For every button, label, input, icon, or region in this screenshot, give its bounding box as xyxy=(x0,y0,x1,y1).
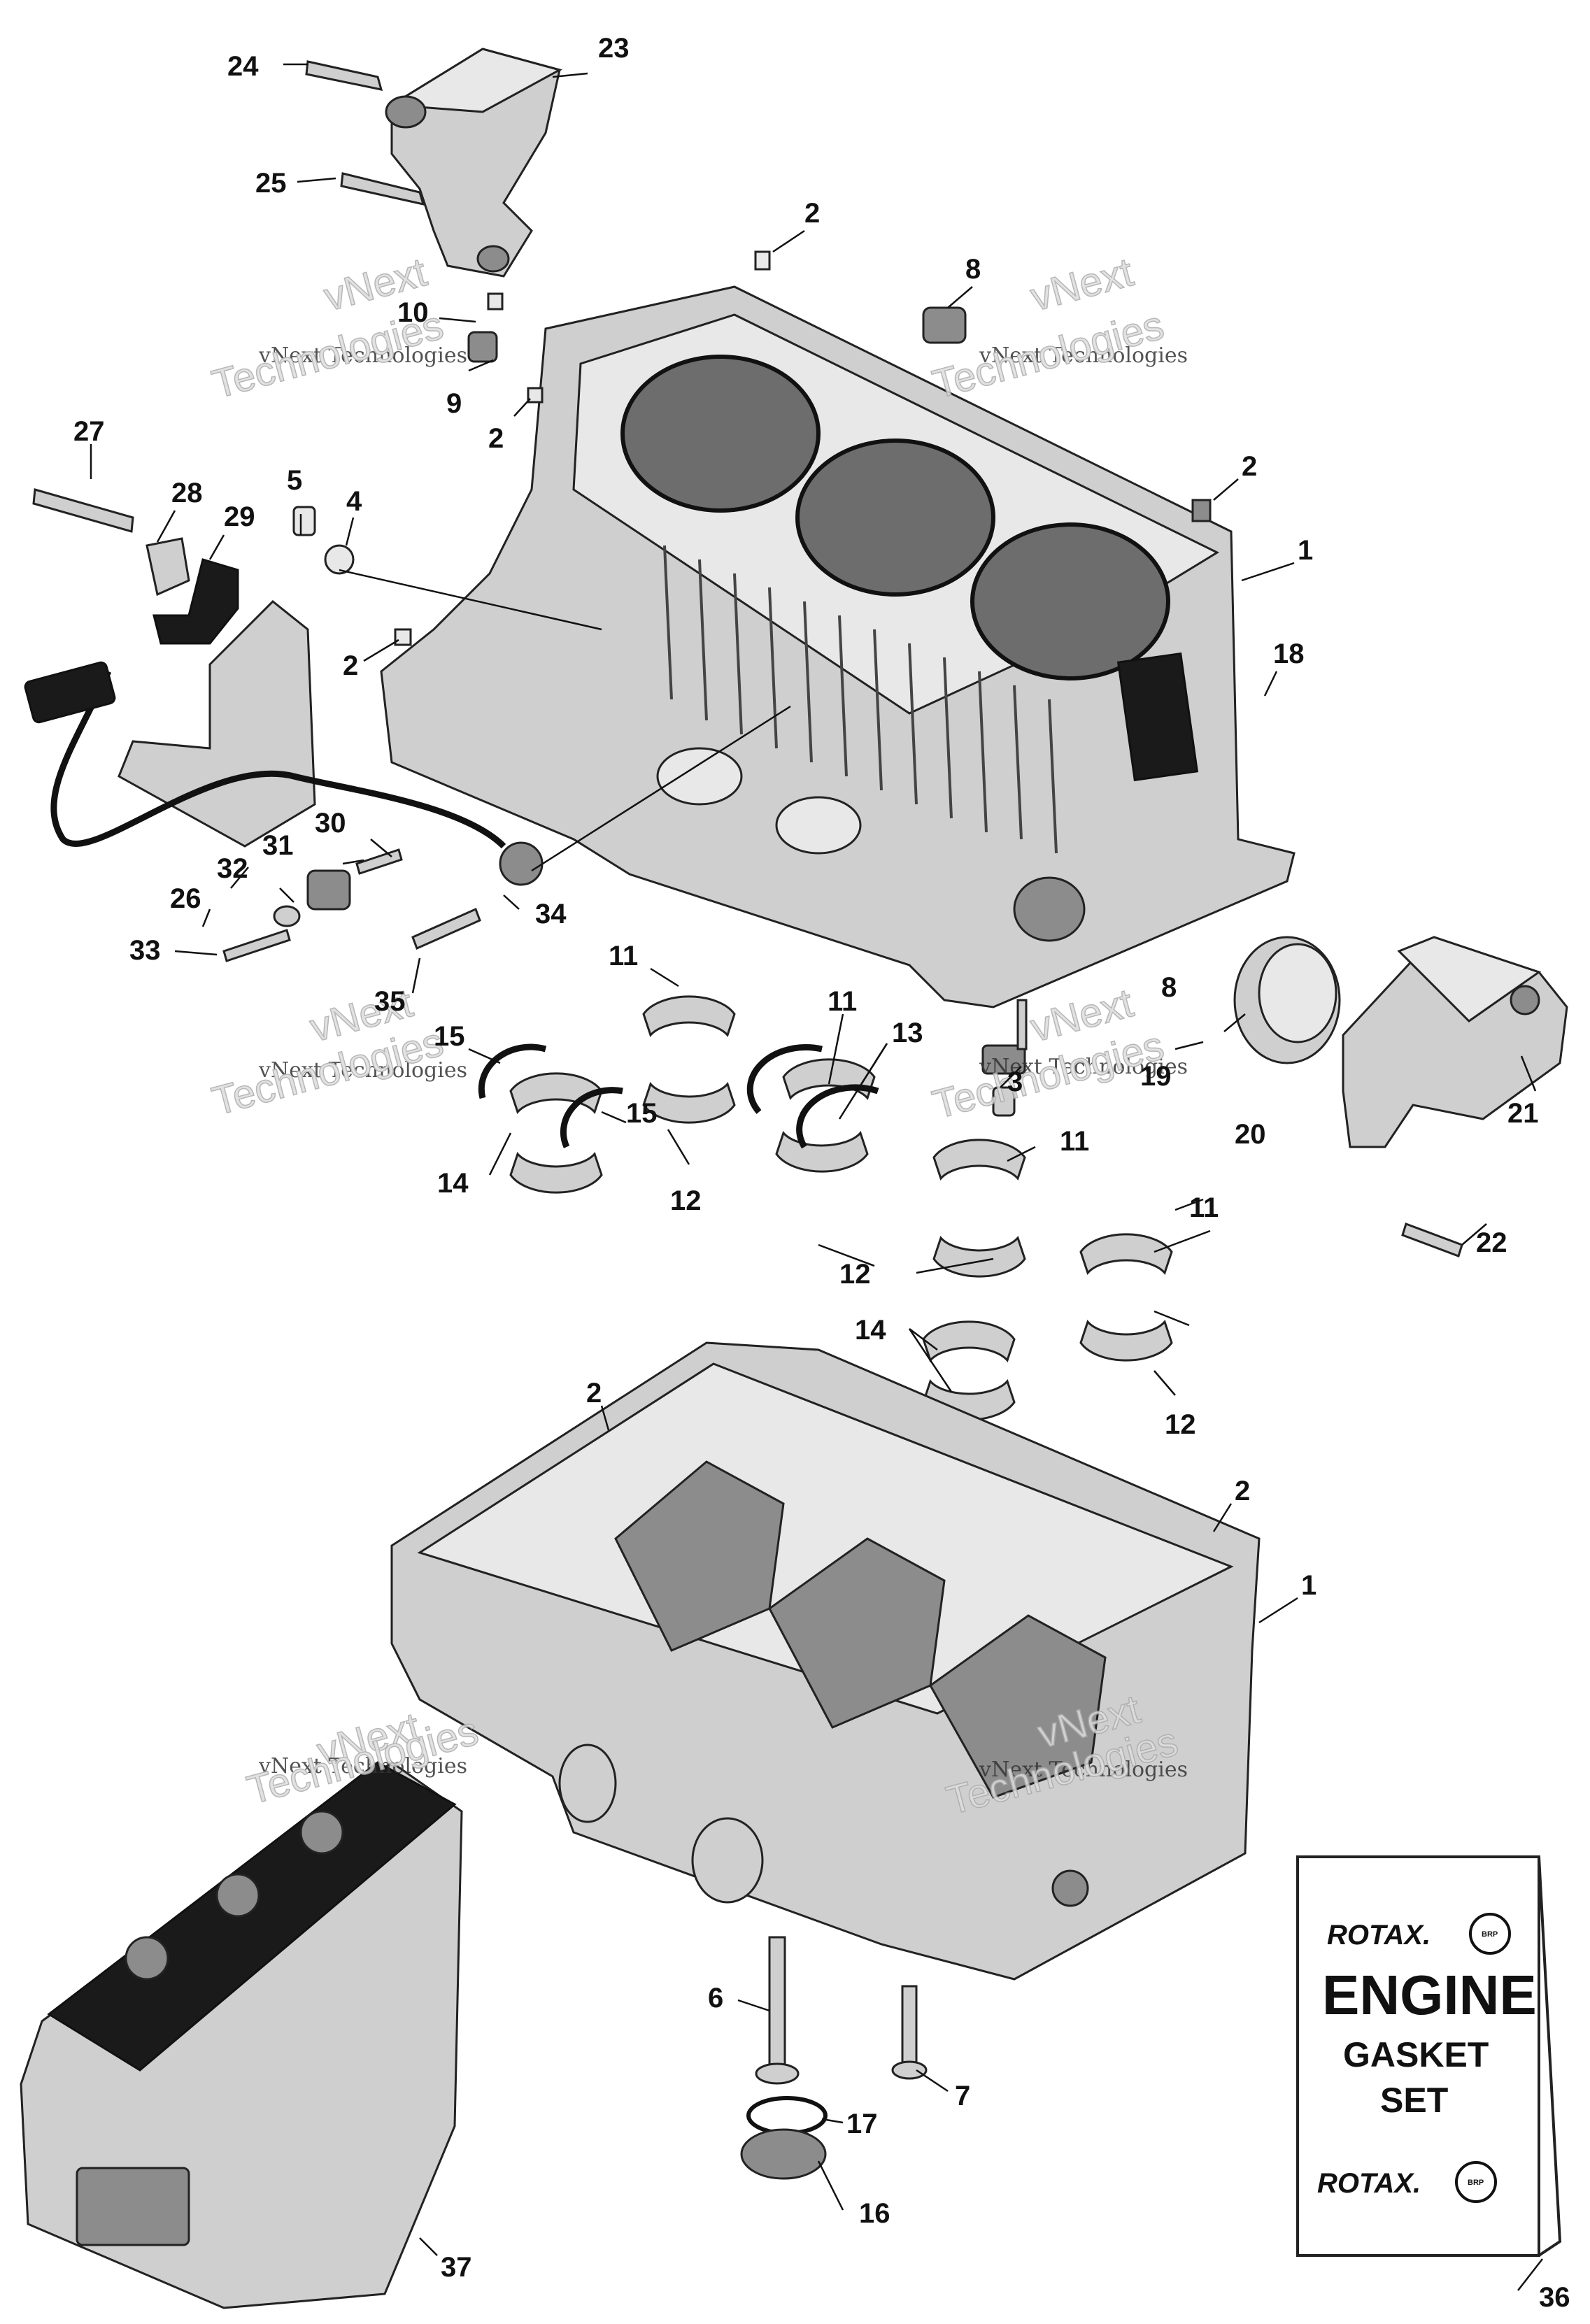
brp-badge-bottom: BRP xyxy=(1468,2179,1484,2187)
sensor-harness xyxy=(24,661,544,886)
brp-badge-bottom-icon xyxy=(1455,2161,1497,2203)
kit-title: ENGINE xyxy=(1322,1964,1537,2026)
lower-bolts xyxy=(740,1936,928,2180)
sensor-clips xyxy=(32,488,239,645)
callout-29: 29 xyxy=(224,501,255,532)
callout-31: 31 xyxy=(262,830,294,861)
callout-24: 24 xyxy=(227,51,259,82)
callout-12b: 12 xyxy=(839,1259,871,1290)
callout-15a: 15 xyxy=(434,1021,465,1052)
svg-text:vNext Technologies: vNext Technologies xyxy=(258,343,467,368)
callout-8a: 8 xyxy=(965,254,981,285)
callout-25: 25 xyxy=(255,168,287,199)
watermark: vNext vNext Technologies Technologies xyxy=(207,980,467,1125)
crankcase-plug xyxy=(1233,936,1341,1064)
callout-11b: 11 xyxy=(828,986,857,1017)
callout-14a: 14 xyxy=(437,1168,469,1199)
callout-16: 16 xyxy=(859,2198,890,2229)
callout-30: 30 xyxy=(315,808,346,839)
callout-1b: 1 xyxy=(1301,1570,1316,1601)
svg-text:vNext Technologies: vNext Technologies xyxy=(258,1058,467,1083)
callout-20: 20 xyxy=(1235,1119,1266,1150)
callout-4: 4 xyxy=(346,486,362,517)
callout-14b: 14 xyxy=(855,1315,886,1346)
oil-jet xyxy=(981,999,1028,1117)
callout-12a: 12 xyxy=(670,1185,702,1216)
callout-2d: 2 xyxy=(343,650,358,681)
sensor-bracket xyxy=(118,599,316,848)
callout-2f: 2 xyxy=(1235,1476,1250,1506)
lower-crankcase xyxy=(390,1341,1261,1981)
callout-33: 33 xyxy=(129,935,161,966)
callout-7: 7 xyxy=(955,2081,970,2111)
rotax-logo-top: ROTAX. xyxy=(1327,1920,1431,1951)
callout-11a: 11 xyxy=(609,941,638,971)
callout-1a: 1 xyxy=(1298,535,1313,566)
watermark: vNext vNext Technologies Technologies xyxy=(207,249,467,408)
callout-11c: 11 xyxy=(1060,1126,1089,1157)
engine-mount-bracket-upper xyxy=(305,48,562,278)
leader-lines xyxy=(90,63,1543,2291)
callout-12c: 12 xyxy=(1165,1409,1196,1440)
cylinder-fins xyxy=(663,545,1058,854)
callout-3: 3 xyxy=(1007,1067,1023,1097)
engine-assembly-thumbnail: ROTAX xyxy=(20,1761,463,2309)
callout-2e: 2 xyxy=(586,1378,602,1409)
callout-5: 5 xyxy=(287,465,302,496)
kit-subtitle-2: SET xyxy=(1380,2081,1448,2120)
callout-2c: 2 xyxy=(1242,451,1257,482)
callout-10: 10 xyxy=(397,297,429,328)
callout-36: 36 xyxy=(1539,2282,1570,2313)
callout-21: 21 xyxy=(1507,1098,1539,1129)
callout-18: 18 xyxy=(1273,639,1305,669)
kit-subtitle-1: GASKET xyxy=(1343,2035,1489,2074)
callout-28: 28 xyxy=(171,478,203,508)
callout-15b: 15 xyxy=(626,1098,658,1129)
svg-text:vNext: vNext xyxy=(1026,249,1138,320)
svg-text:vNext Technologies: vNext Technologies xyxy=(258,1754,467,1778)
callout-labels: 23 24 25 2 8 10 9 2 2 1 18 27 28 29 5 4 … xyxy=(73,33,1570,2313)
upper-crankcase xyxy=(380,285,1296,1008)
callout-17: 17 xyxy=(846,2109,878,2139)
callout-32: 32 xyxy=(217,853,248,884)
callout-6: 6 xyxy=(708,1983,723,2013)
callout-35: 35 xyxy=(374,986,406,1017)
brp-badge-top: BRP xyxy=(1482,1930,1498,1939)
callout-34: 34 xyxy=(535,899,567,929)
svg-text:vNext Technologies: vNext Technologies xyxy=(979,1758,1188,1782)
callout-27: 27 xyxy=(73,416,105,447)
callout-9: 9 xyxy=(446,388,462,419)
engine-gasket-set-card: ROTAX. BRP ENGINE GASKET SET ROTAX. BRP xyxy=(1296,1855,1562,2257)
callout-37: 37 xyxy=(441,2252,472,2283)
callout-13: 13 xyxy=(892,1018,923,1048)
brp-badge-top-icon xyxy=(1469,1913,1511,1955)
engine-mount-bracket-side xyxy=(1342,936,1568,1257)
rotax-logo-bottom: ROTAX. xyxy=(1317,2168,1421,2199)
callout-2b: 2 xyxy=(488,423,504,454)
callout-8b: 8 xyxy=(1161,972,1177,1003)
callout-22: 22 xyxy=(1476,1227,1507,1258)
callout-19: 19 xyxy=(1140,1061,1172,1092)
callout-11d: 11 xyxy=(1189,1192,1219,1223)
callout-23: 23 xyxy=(598,33,630,64)
svg-text:vNext Technologies: vNext Technologies xyxy=(979,343,1188,368)
callout-26: 26 xyxy=(170,883,201,914)
callout-2a: 2 xyxy=(804,198,820,229)
